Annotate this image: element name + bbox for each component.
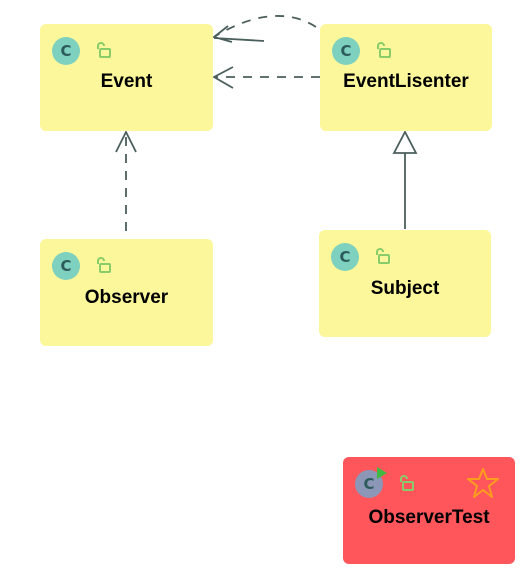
class-node-observer[interactable]: C Observer: [40, 239, 213, 346]
class-name: ObserverTest: [368, 507, 490, 528]
class-icon: C: [52, 252, 80, 280]
public-lock-icon: [377, 42, 391, 58]
class-name: EventLisenter: [343, 71, 469, 92]
class-icon: C: [332, 37, 360, 65]
edge-subject-to-eventlisenter-triangle: [392, 130, 418, 154]
edge-eventlisenter-to-event-upper-arrowhead: [212, 25, 265, 43]
class-name: Event: [100, 71, 153, 92]
class-node-subject[interactable]: C Subject: [319, 230, 491, 337]
public-lock-icon: [400, 475, 414, 491]
class-name: Observer: [84, 287, 169, 308]
class-node-eventlisenter[interactable]: C EventLisenter: [320, 24, 492, 131]
class-name: Subject: [370, 278, 440, 299]
run-triangle-icon: [377, 467, 387, 479]
public-lock-icon: [376, 248, 390, 264]
edge-eventlisenter-to-event-lower-arrowhead: [212, 66, 234, 89]
class-node-observertest[interactable]: C ObserverTest: [343, 457, 515, 564]
class-icon: C: [331, 243, 359, 271]
edge-eventlisenter-to-event-upper[interactable]: [213, 15, 317, 38]
class-icon: C: [52, 37, 80, 65]
edge-observer-to-event-arrowhead: [115, 129, 137, 153]
test-class-icon: C: [355, 470, 383, 498]
class-node-event[interactable]: C Event: [40, 24, 213, 131]
public-lock-icon: [97, 42, 111, 58]
star-icon: [467, 468, 499, 498]
public-lock-icon: [97, 257, 111, 273]
